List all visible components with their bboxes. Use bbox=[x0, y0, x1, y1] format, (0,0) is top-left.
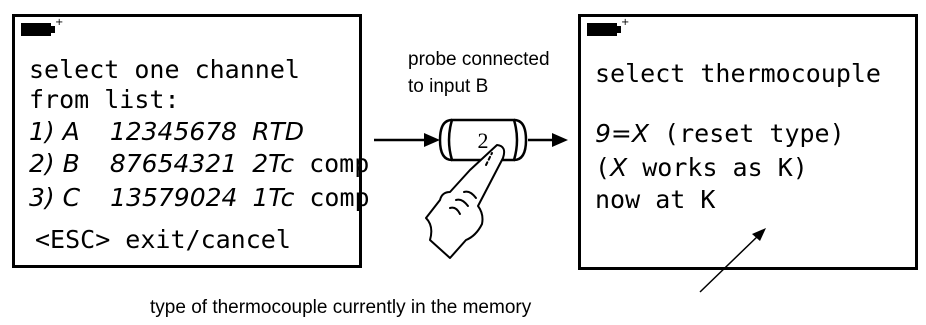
right-setting-line: 9=X (reset type) bbox=[595, 119, 845, 149]
note-x: X bbox=[610, 153, 628, 182]
channel-row-2: 2) B 87654321 2Tc comp bbox=[29, 149, 369, 179]
bottom-caption: type of thermocouple currently in the me… bbox=[150, 297, 532, 318]
note-open: ( bbox=[595, 153, 611, 182]
right-arrow-icon bbox=[374, 133, 440, 147]
channel-2-serial: 87654321 bbox=[109, 149, 238, 178]
right-title: select thermocouple bbox=[595, 59, 881, 88]
channel-1-index: 1) A bbox=[29, 117, 80, 146]
probe-caption-line-1: probe connected bbox=[408, 49, 550, 70]
setting-suffix: (reset type) bbox=[648, 119, 845, 148]
pointer-arrow-icon bbox=[699, 228, 766, 293]
right-note-line: (X works as K) bbox=[595, 153, 808, 183]
channel-1-serial: 12345678 bbox=[109, 117, 238, 146]
right-arrow-icon-2 bbox=[528, 133, 568, 147]
battery-plus-icon: + bbox=[55, 17, 64, 28]
battery-icon bbox=[21, 23, 55, 36]
channel-2-type: 2Tc bbox=[252, 149, 295, 178]
channel-2-index: 2) B bbox=[29, 149, 80, 178]
note-rest: works as K) bbox=[627, 153, 808, 182]
channel-3-type: 1Tc bbox=[252, 183, 295, 212]
channel-row-3: 3) C 13579024 1Tc comp bbox=[29, 183, 370, 213]
left-esc-line: <ESC> exit/cancel bbox=[35, 225, 291, 254]
channel-2-suffix: comp bbox=[294, 149, 370, 178]
battery-plus-icon-right: + bbox=[621, 17, 630, 28]
probe-caption-line-2: to input B bbox=[408, 76, 489, 97]
key-label: 2 bbox=[478, 128, 489, 153]
setting-prefix: 9=X bbox=[595, 119, 649, 148]
channel-3-index: 3) C bbox=[29, 183, 81, 212]
channel-1-type: RTD bbox=[252, 117, 305, 146]
channel-row-1: 1) A 12345678 RTD bbox=[29, 117, 304, 147]
right-display: + select thermocouple 9=X (reset type) (… bbox=[578, 14, 918, 270]
left-line-1: select one channel bbox=[29, 55, 300, 84]
battery-icon-right bbox=[587, 23, 621, 36]
channel-3-suffix: comp bbox=[294, 183, 370, 212]
right-status: now at K bbox=[595, 185, 716, 214]
left-display: + select one channel from list: 1) A 123… bbox=[12, 14, 370, 268]
key-button[interactable]: 2 bbox=[438, 118, 528, 162]
channel-3-serial: 13579024 bbox=[110, 183, 238, 212]
pointing-hand-icon bbox=[425, 144, 506, 259]
left-line-2: from list: bbox=[29, 85, 180, 114]
